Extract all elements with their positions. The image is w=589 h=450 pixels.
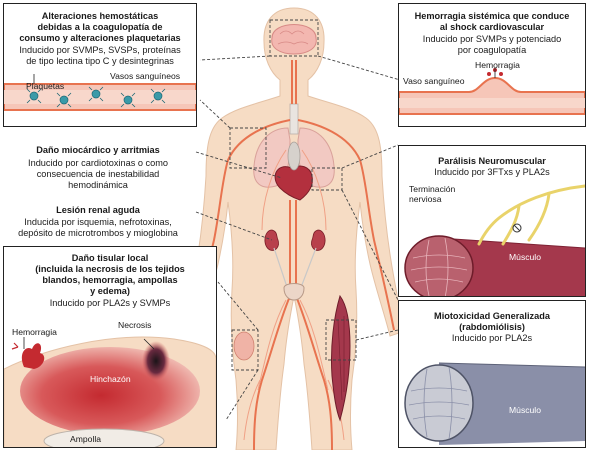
hemostatic-title-1: Alteraciones hemostáticas: [41, 11, 159, 21]
label-vessel: Vaso sanguíneo: [403, 76, 465, 86]
muscle-nerve-illustration: [404, 184, 585, 296]
platelet: [29, 91, 39, 101]
bladder: [283, 283, 305, 301]
damaged-muscle-cross-section: [404, 364, 474, 442]
cardiac-body-3: hemodinámica: [68, 180, 128, 190]
label-swelling: Hinchazón: [90, 374, 131, 384]
label-nerve-1: Terminación: [409, 184, 456, 194]
vessel-hemorrhage-illustration: [399, 68, 585, 115]
platelet: [153, 91, 163, 101]
myotoxicity-title-2: (rabdomiólisis): [459, 322, 525, 332]
cardiac-title: Daño miocárdico y arritmias: [36, 145, 160, 155]
cardiac-body-2: consecuencia de inestabilidad: [36, 169, 160, 179]
muscle-cross-section: [404, 235, 474, 296]
label-platelets: Plaquetas: [26, 81, 65, 91]
hemostatic-body-2: de tipo lectina tipo C y desintegrinas: [26, 56, 174, 66]
renal-title: Lesión renal aguda: [56, 205, 140, 215]
paralysis-body: Inducido por 3FTxs y PLA2s: [434, 167, 550, 177]
label-necrosis: Necrosis: [118, 320, 152, 330]
box-local: Daño tisular local (incluida la necrosis…: [3, 246, 217, 448]
paralysis-title: Parálisis Neuromuscular: [438, 156, 546, 166]
blood-vessel-illustration: [4, 74, 196, 111]
arm-swelling: [233, 331, 255, 361]
brain: [271, 24, 317, 55]
platelet: [91, 89, 101, 99]
label-vessels: Vasos sanguíneos: [110, 71, 181, 81]
local-title-1: Daño tisular local: [71, 253, 149, 263]
myotoxicity-title-1: Miotoxicidad Generalizada: [434, 311, 550, 321]
skin-lesion-illustration: [4, 336, 216, 447]
blister: [43, 428, 165, 447]
label-local-hemorrhage: Hemorragia: [12, 327, 57, 337]
label-hemorrhage: Hemorragia: [475, 60, 520, 70]
label-nerve-2: nerviosa: [409, 194, 442, 204]
leg-muscle: [330, 294, 351, 422]
box-myotoxicity: Miotoxicidad Generalizada (rabdomiólisis…: [398, 300, 586, 448]
box-systemic: Hemorragia sistémica que conduce al shoc…: [398, 3, 586, 127]
body-silhouette: [185, 7, 403, 450]
platelet: [59, 95, 69, 105]
damaged-muscle-illustration: [404, 362, 585, 445]
hemostatic-title-2: debidas a la coagulopatía de: [37, 22, 163, 32]
hemorrhage-spurt: [21, 343, 45, 369]
local-title-2: (incluida la necrosis de los tejidos: [35, 264, 185, 274]
heart: [274, 165, 313, 201]
renal-body-2: depósito de microtrombos y mioglobina: [18, 228, 178, 238]
label-muscle-myotoxicity: Músculo: [509, 405, 541, 415]
systemic-title-2: al shock cardiovascular: [439, 22, 545, 32]
swelling-area: [20, 347, 200, 435]
box-paralysis: Parálisis Neuromuscular Inducido por 3FT…: [398, 145, 586, 297]
hemostatic-title-3: consumo y alteraciones plaquetarias: [19, 33, 181, 43]
systemic-title-1: Hemorragia sistémica que conduce: [414, 11, 570, 21]
hemostatic-body-1: Inducido por SVMPs, SVSPs, proteínas: [19, 45, 181, 55]
local-body-1: Inducido por PLA2s y SVMPs: [49, 298, 171, 308]
platelet: [123, 95, 133, 105]
myotoxicity-body: Inducido por PLA2s: [451, 333, 533, 343]
systemic-body-2: por coagulopatía: [457, 45, 527, 55]
cardiac-body-1: Inducido por cardiotoxinas o como: [28, 158, 168, 168]
label-muscle-paralysis: Músculo: [509, 252, 541, 262]
necrosis-spot: [142, 341, 170, 381]
trachea: [289, 103, 299, 135]
renal-body-1: Inducida por isquemia, nefrotoxinas,: [24, 217, 172, 227]
local-title-3: blandos, hemorragia, ampollas: [42, 275, 178, 285]
box-hemostatic: Alteraciones hemostáticas debidas a la c…: [3, 3, 197, 127]
label-blister: Ampolla: [70, 434, 102, 444]
local-title-4: y edema): [90, 286, 130, 296]
kidney-right: [311, 229, 326, 251]
stomach: [287, 141, 301, 171]
systemic-body-1: Inducido por SVMPs y potenciado: [422, 34, 562, 44]
